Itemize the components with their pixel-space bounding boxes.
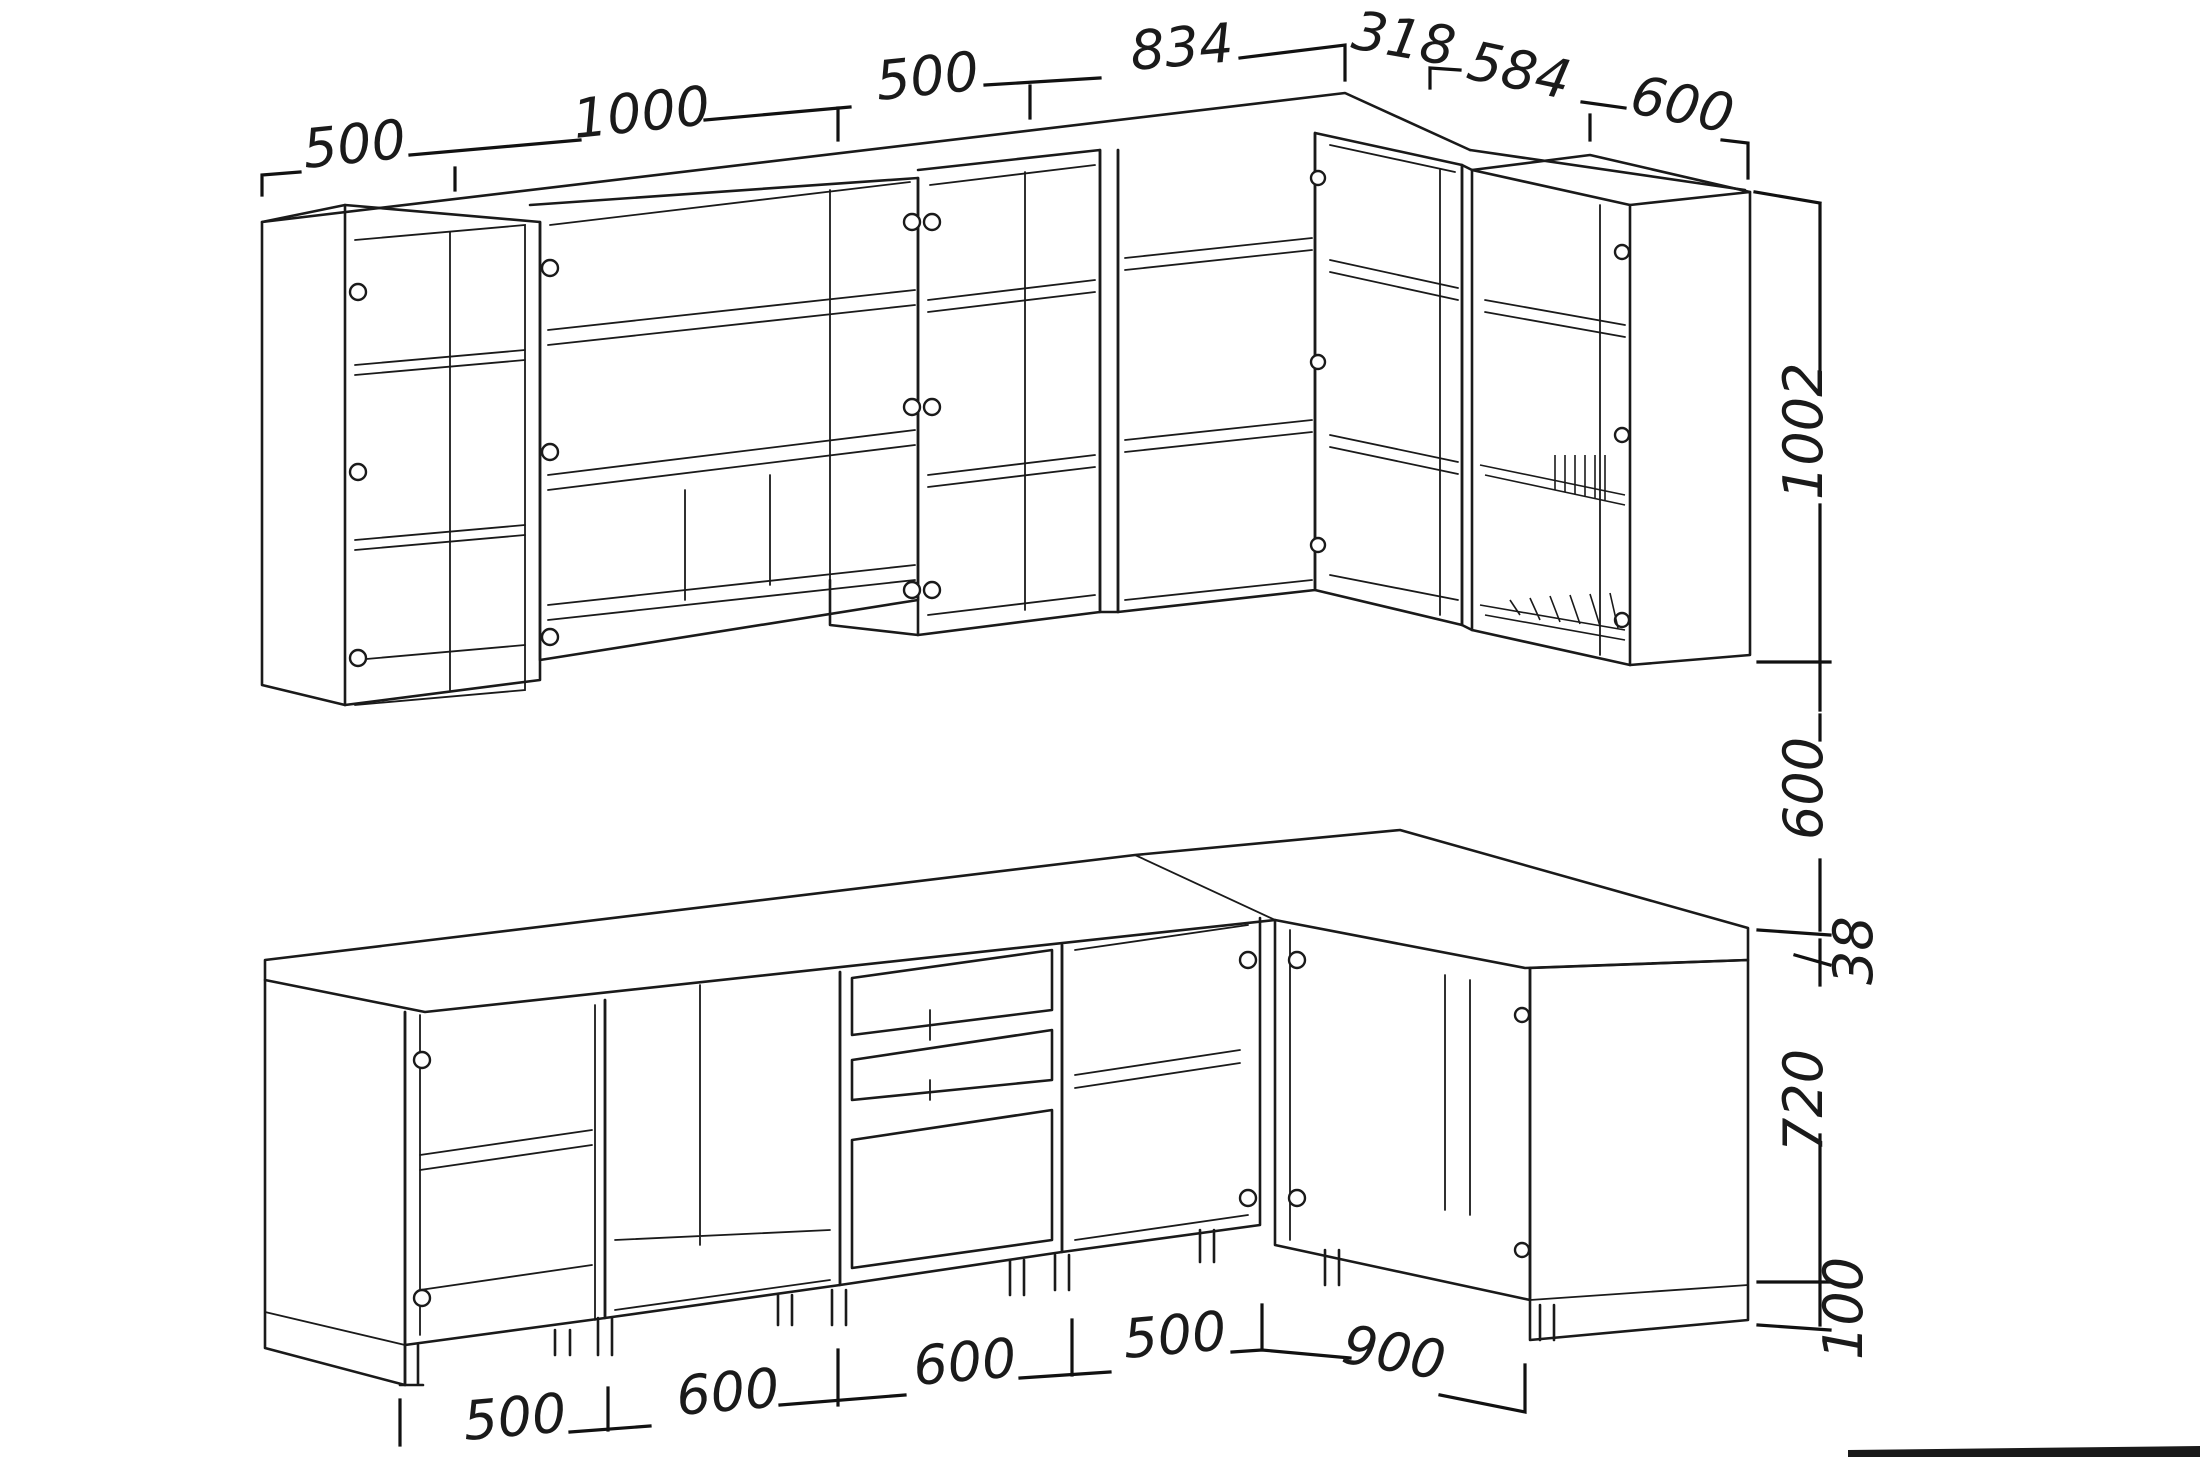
- cabinet-legs: [398, 1228, 1556, 1387]
- lower-dim-900: 900: [1338, 1313, 1450, 1393]
- upper-cabinet-4: [1098, 131, 1317, 614]
- lower-dim-500-a: 500: [461, 1381, 569, 1453]
- upper-dim-500-b: 500: [873, 39, 982, 112]
- upper-dishrack-cabinet: [1460, 153, 1752, 667]
- plinth-dim: 100: [1812, 1257, 1875, 1360]
- upper-dim-500-a: 500: [300, 107, 409, 180]
- upper-dim-834: 834: [1128, 11, 1236, 83]
- upper-height-dim: 1002: [1772, 363, 1835, 500]
- upper-dim-600: 600: [1625, 63, 1739, 146]
- dimension-lines: [260, 43, 1832, 1447]
- upper-cabinet-1: [260, 203, 542, 707]
- upper-dim-584: 584: [1462, 29, 1576, 112]
- upper-cabinet-2: [528, 176, 920, 662]
- dimension-labels: 500 1000 500 834 318 584 600 1002 600 38…: [300, 0, 1885, 1453]
- lower-dim-600-b: 600: [911, 1326, 1019, 1398]
- bottom-edge-strip: [1848, 1446, 2200, 1457]
- upper-corner-cabinet: [1309, 131, 1464, 627]
- base-cabinet-2: [603, 970, 842, 1320]
- upper-cabinets: [260, 91, 1752, 707]
- upper-cabinet-3: [828, 148, 1102, 637]
- base-cabinet-3-drawers: [838, 943, 1064, 1287]
- lower-dim-500-b: 500: [1121, 1299, 1229, 1371]
- upper-dim-318: 318: [1348, 0, 1460, 79]
- base-cabinet-1: [403, 998, 607, 1347]
- base-cabinet-4: [1060, 916, 1262, 1254]
- worktop: [263, 828, 1750, 1014]
- dish-rack-upper: [1479, 455, 1626, 506]
- worktop-dim: 38: [1822, 916, 1885, 985]
- upper-dim-1000: 1000: [570, 74, 713, 151]
- lower-cabinets: [263, 828, 1750, 1387]
- dish-rack-lower: [1479, 592, 1626, 641]
- base-height-dim: 720: [1772, 1049, 1835, 1152]
- gap-dim: 600: [1772, 737, 1835, 840]
- base-corner-cabinet: [1273, 918, 1750, 1342]
- lower-dim-600-a: 600: [674, 1356, 782, 1428]
